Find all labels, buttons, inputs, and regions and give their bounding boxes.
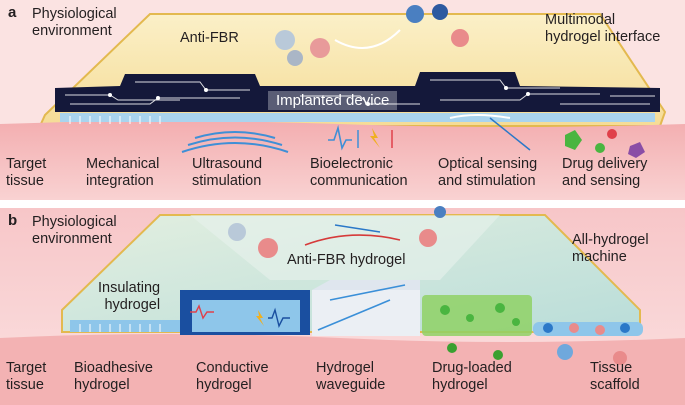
panel-a-implanted-device	[55, 72, 660, 112]
macrophage-icon	[275, 30, 295, 50]
conductive-hydrogel-label: Conductive hydrogel	[196, 360, 269, 393]
mechanical-integration-label: Mechanical integration	[86, 156, 160, 189]
tissue-scaffold-label: Tissue scaffold	[590, 360, 640, 393]
panel-b-target-tissue-label: Target tissue	[6, 360, 47, 393]
anti-fbr-hydrogel-label: Anti-FBR hydrogel	[287, 252, 406, 268]
hydrogel-waveguide-label: Hydrogel waveguide	[316, 360, 386, 393]
bioadhesive-hydrogel-label: Bioadhesive hydrogel	[74, 360, 153, 393]
panel-a-target-tissue-label: Target tissue	[6, 156, 47, 189]
panel-a-adhesive-layer	[60, 113, 655, 122]
protein-icon	[432, 4, 448, 20]
macrophage-icon	[228, 223, 246, 241]
optical-sensing-label: Optical sensing and stimulation	[438, 156, 538, 189]
implanted-device-label: Implanted device	[268, 91, 398, 110]
drug-icon	[607, 129, 617, 139]
bioadhesive-hydrogel-layer	[70, 320, 185, 332]
anti-fbr-arrow	[304, 234, 401, 246]
insulating-hydrogel-label: Insulating hydrogel	[98, 280, 161, 313]
panel-a-anti-fbr-label: Anti-FBR	[180, 30, 239, 46]
immune-cell-icon	[419, 229, 437, 247]
light-arrow-icon	[489, 117, 531, 151]
immune-cell-icon	[287, 50, 303, 66]
drug-icon	[628, 142, 645, 158]
immune-cell-icon	[310, 38, 330, 58]
protein-icon	[406, 5, 424, 23]
drug-loaded-hydrogel-label: Drug-loaded hydrogel	[432, 360, 512, 393]
panel-a-environment-label: Physiological environment	[32, 6, 117, 39]
lightning-icon	[370, 128, 380, 148]
lightning-icon	[256, 310, 264, 326]
panel-a-letter: a	[8, 4, 17, 21]
panel-divider	[0, 200, 685, 208]
drug-icon	[595, 143, 605, 153]
tissue-scaffold	[533, 322, 643, 336]
cell-icon	[613, 351, 627, 365]
bioelectronic-communication-label: Bioelectronic communication	[310, 156, 408, 189]
drug-icon	[565, 130, 582, 150]
drug-icon	[447, 343, 457, 353]
signal-icon	[328, 124, 352, 151]
anti-fbr-arrow	[334, 29, 401, 49]
panel-a	[0, 0, 685, 200]
panel-b	[0, 206, 685, 405]
ultrasound-stimulation-label: Ultrasound stimulation	[192, 156, 263, 189]
ultrasound-icon	[181, 131, 289, 153]
panel-b-environment-label: Physiological environment	[32, 214, 117, 247]
all-hydrogel-machine-label: All-hydrogel machine	[572, 232, 649, 265]
light-ray	[329, 284, 406, 301]
protein-icon	[434, 206, 446, 218]
panel-b-target-tissue	[0, 334, 685, 405]
panel-a-interface-label: Multimodal hydrogel interface	[545, 12, 661, 45]
cell-icon	[557, 344, 573, 360]
drug-icon	[493, 350, 503, 360]
drug-loaded-hydrogel	[422, 295, 532, 336]
panel-a-target-tissue	[0, 121, 685, 200]
immune-cell-icon	[258, 238, 278, 258]
panel-b-letter: b	[8, 212, 18, 229]
hydrogel-waveguide	[312, 290, 420, 336]
drug-delivery-label: Drug delivery and sensing	[562, 156, 648, 189]
immune-cell-icon	[451, 29, 469, 47]
